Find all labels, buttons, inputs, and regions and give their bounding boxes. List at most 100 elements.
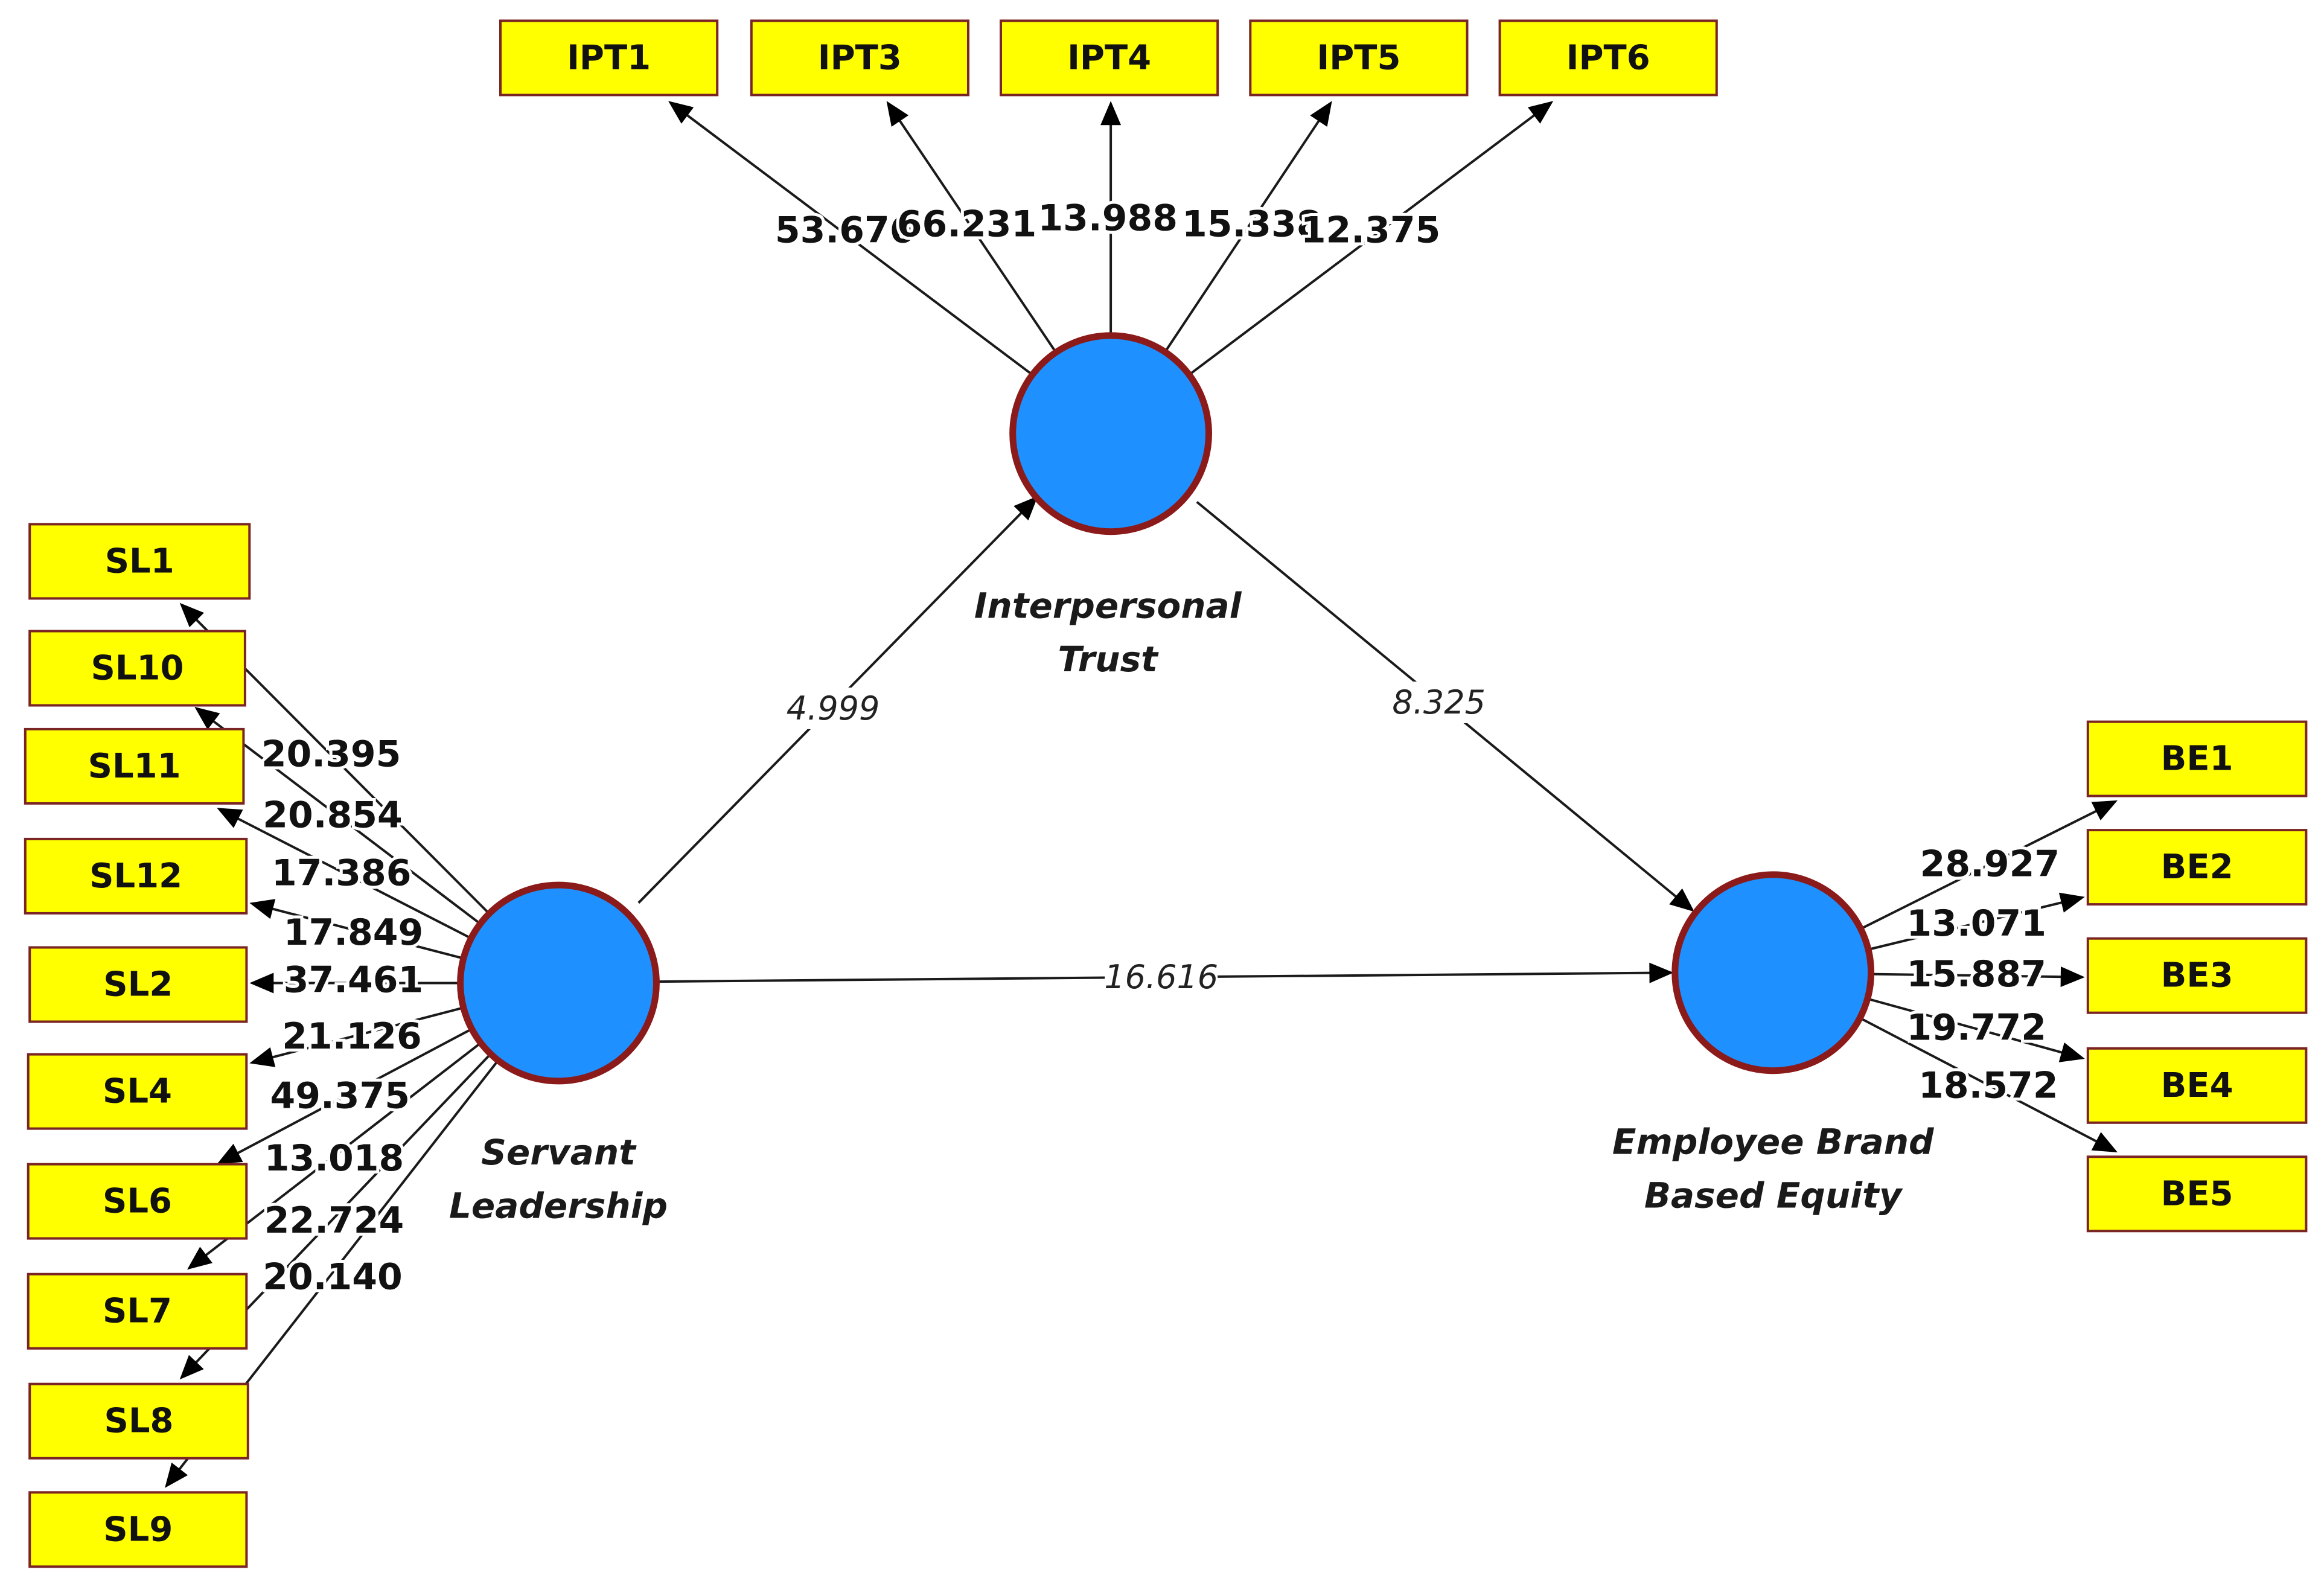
loading-sl4-line xyxy=(270,1006,464,1059)
indicator-be5[interactable]: BE5 xyxy=(2086,1155,2308,1233)
indicator-box xyxy=(2086,1047,2308,1124)
indicator-sl6[interactable]: SL6 xyxy=(27,1163,248,1240)
latent-label-line: Servant xyxy=(481,1132,637,1173)
path-coefficient-sl-be: 16.616 xyxy=(1104,958,1218,996)
latent-label-line: Based Equity xyxy=(1644,1175,1903,1216)
indicator-sl8[interactable]: SL8 xyxy=(28,1382,249,1460)
indicator-label: BE3 xyxy=(2161,956,2233,995)
indicator-label: IPT6 xyxy=(1566,38,1650,77)
loading-value-be1: 28.927 xyxy=(1920,843,2060,886)
loading-value-be4: 19.772 xyxy=(1907,1006,2047,1049)
latent-label-line: Trust xyxy=(1058,639,1160,680)
loading-be1-arrowhead xyxy=(2091,800,2118,820)
latent-sl[interactable] xyxy=(457,881,660,1085)
loading-value-sl12: 17.849 xyxy=(284,912,424,954)
indicator-label: SL12 xyxy=(89,857,182,896)
loading-sl10-line xyxy=(211,719,481,925)
indicator-box xyxy=(1000,19,1219,97)
loading-be2-line xyxy=(1868,901,2064,951)
indicator-sl4[interactable]: SL4 xyxy=(27,1053,248,1130)
indicator-box xyxy=(27,1053,248,1130)
indicator-box xyxy=(24,837,248,915)
loading-value-ipt1: 53.676 xyxy=(775,209,915,251)
indicator-ipt1[interactable]: IPT1 xyxy=(499,19,719,97)
loading-value-sl8: 22.724 xyxy=(264,1199,404,1242)
indicator-label: BE5 xyxy=(2161,1174,2233,1213)
loading-be5-arrowhead xyxy=(2091,1132,2118,1152)
indicator-label: BE2 xyxy=(2161,848,2233,887)
indicator-be3[interactable]: BE3 xyxy=(2086,937,2308,1014)
latent-circle xyxy=(1009,332,1212,535)
latent-it[interactable] xyxy=(1009,332,1212,535)
loading-value-ipt5: 15.338 xyxy=(1182,203,1322,246)
indicator-label: SL1 xyxy=(105,541,174,581)
indicator-sl11[interactable]: SL11 xyxy=(24,727,245,805)
indicator-sl1[interactable]: SL1 xyxy=(28,523,251,600)
loading-sl7-line xyxy=(203,1042,482,1257)
indicator-ipt3[interactable]: IPT3 xyxy=(750,19,970,97)
loading-value-sl9: 20.140 xyxy=(263,1256,403,1298)
indicator-sl7[interactable]: SL7 xyxy=(27,1272,248,1350)
loading-sl11-line xyxy=(235,816,472,940)
loading-ipt6-line xyxy=(1188,113,1537,376)
loading-sl2-arrowhead xyxy=(249,972,274,994)
loading-be1-line xyxy=(1860,809,2099,930)
indicator-label: BE1 xyxy=(2161,739,2233,779)
loading-value-sl1: 20.395 xyxy=(261,733,401,776)
loading-value-be3: 15.887 xyxy=(1907,953,2047,995)
indicator-be1[interactable]: BE1 xyxy=(2086,720,2308,797)
indicator-label: SL6 xyxy=(103,1182,172,1221)
loading-be2-arrowhead xyxy=(2058,892,2085,913)
loading-sl11-arrowhead xyxy=(217,808,243,828)
loading-ipt1-line xyxy=(685,113,1033,376)
indicator-sl9[interactable]: SL9 xyxy=(28,1491,248,1568)
latent-circle xyxy=(457,881,660,1085)
indicator-label: IPT3 xyxy=(818,38,902,77)
indicator-box xyxy=(750,19,970,97)
loading-value-sl7: 13.018 xyxy=(264,1137,404,1180)
latent-circle xyxy=(1671,871,1875,1074)
path-label-background xyxy=(1382,682,1496,723)
indicator-ipt4[interactable]: IPT4 xyxy=(1000,19,1219,97)
indicator-box xyxy=(27,1163,248,1240)
indicator-box xyxy=(28,630,246,707)
path-it-be-arrowhead xyxy=(1669,888,1694,912)
indicator-sl12[interactable]: SL12 xyxy=(24,837,248,915)
loading-value-sl10: 20.854 xyxy=(263,794,403,837)
latent-label-line: Leadership xyxy=(449,1186,668,1227)
loading-ipt5-arrowhead xyxy=(1310,101,1332,127)
loading-ipt6-arrowhead xyxy=(1528,101,1554,124)
indicator-box xyxy=(2086,937,2308,1014)
indicator-sl2[interactable]: SL2 xyxy=(28,946,248,1023)
indicator-sl10[interactable]: SL10 xyxy=(28,630,246,707)
loading-value-be2: 13.071 xyxy=(1907,902,2047,945)
loading-sl10-arrowhead xyxy=(194,707,220,730)
loading-ipt4-arrowhead xyxy=(1100,101,1122,126)
indicator-ipt5[interactable]: IPT5 xyxy=(1249,19,1469,97)
latent-be[interactable] xyxy=(1671,871,1875,1074)
loading-sl6-line xyxy=(235,1027,473,1155)
loading-value-ipt4: 13.988 xyxy=(1038,197,1178,240)
indicator-box xyxy=(1249,19,1469,97)
loading-be3-arrowhead xyxy=(2060,966,2085,988)
path-coefficient-it-be: 8.325 xyxy=(1392,683,1486,721)
indicator-box xyxy=(28,1491,248,1568)
indicator-ipt6[interactable]: IPT6 xyxy=(1498,19,1718,97)
indicator-be4[interactable]: BE4 xyxy=(2086,1047,2308,1124)
path-label-background xyxy=(776,688,890,729)
loading-ipt5-line xyxy=(1164,118,1321,353)
indicator-box xyxy=(2086,720,2308,797)
loading-be4-line xyxy=(1867,997,2064,1055)
loading-sl9-arrowhead xyxy=(165,1462,188,1488)
path-sl-be-arrowhead xyxy=(1649,962,1674,983)
path-coefficient-sl-it: 4.999 xyxy=(787,689,880,727)
loading-value-sl2: 37.461 xyxy=(284,959,424,1001)
loading-value-be5: 18.572 xyxy=(1918,1064,2058,1106)
loading-value-sl6: 49.375 xyxy=(270,1075,410,1117)
indicator-label: SL10 xyxy=(91,649,184,688)
loading-sl12-line xyxy=(270,907,464,960)
indicator-box xyxy=(2086,1155,2308,1233)
indicator-be2[interactable]: BE2 xyxy=(2086,829,2308,906)
indicator-label: SL11 xyxy=(88,747,181,786)
